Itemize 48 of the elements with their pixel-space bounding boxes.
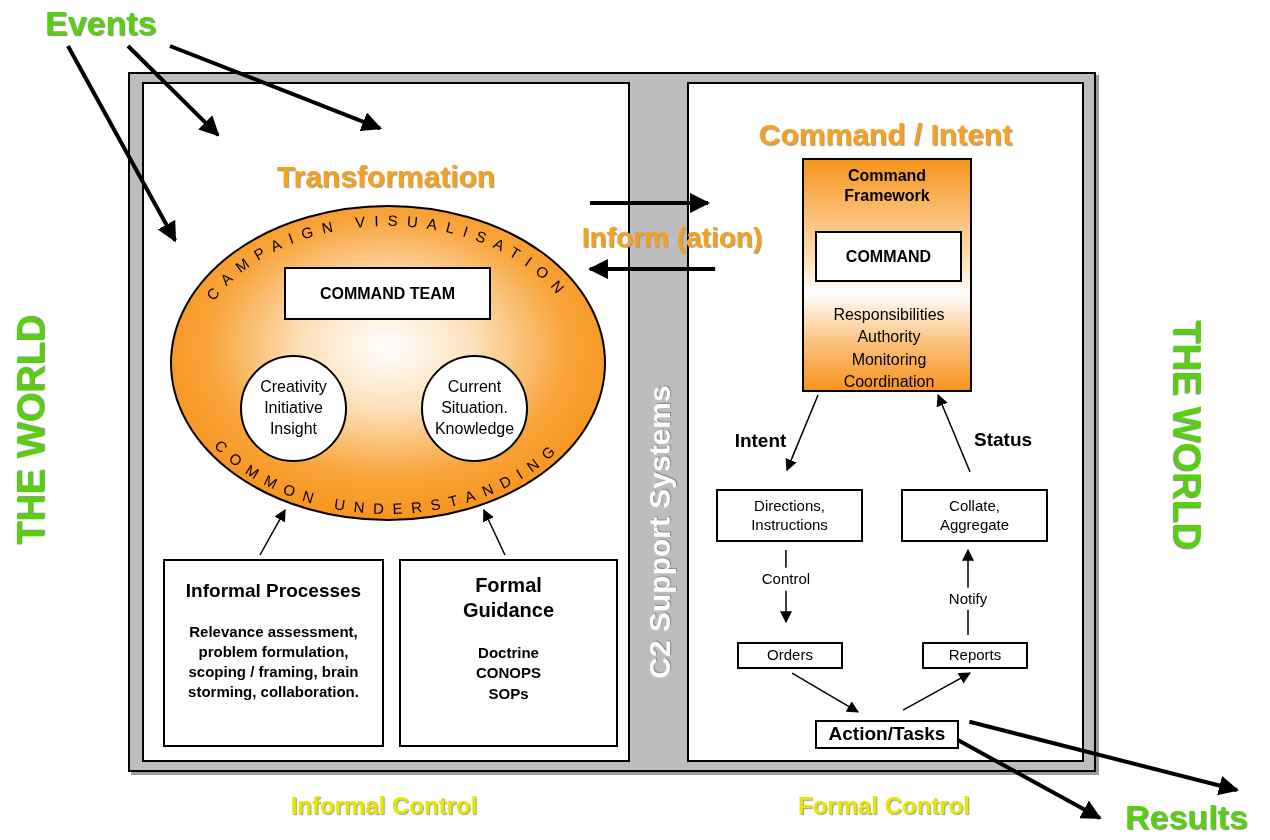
box-body: Doctrine CONOPS SOPs [475,643,542,704]
vertical-label: C2 Support Systems [641,385,677,679]
box-body: Relevance assessment, problem formulation, scoping / framing, brain storming, collaboration. [187,621,360,703]
edge-label: Notify [946,587,990,610]
section-heading: Command / Intent [757,117,1014,153]
process-box [901,489,1048,542]
arrow [902,672,971,711]
arrow [169,44,382,132]
arrow [483,508,506,556]
circle-label: Creativity Initiative Insight [259,377,328,439]
process-box [815,231,962,282]
arrow [956,738,1102,820]
box-label: COMMAND [845,246,932,267]
process-box [737,642,843,669]
arrow [66,45,177,243]
edge-label: Control [759,567,813,591]
arrow [126,44,220,137]
box-body: Responsibilities Authority Monitoring Coordination [832,305,946,393]
process-box [163,559,384,747]
box-label: Orders [767,645,813,666]
side-label: THE WORLD [1164,319,1209,551]
box-heading: Command Framework [843,166,931,206]
support-systems-frame [128,72,1096,772]
box-label: Action/Tasks [828,722,946,747]
callout-text: Results [1125,800,1249,834]
framework-box [802,158,972,392]
box-heading: Formal Guidance [461,573,556,623]
box-label: Directions, Instructions [750,496,829,535]
side-label: THE WORLD [8,314,53,546]
process-box [399,559,618,747]
process-box [716,489,863,542]
section-heading: Transformation [275,159,497,195]
box-heading: Informal Processes [185,579,362,603]
arrow [936,393,971,473]
box-label: Reports [948,645,1002,666]
callout-text: Events [45,6,158,40]
region-label: Formal Control [798,791,970,821]
region-label: Informal Control [290,791,478,821]
arrow [259,509,286,556]
process-box [815,720,959,749]
arrow [587,259,716,280]
process-box [922,642,1028,669]
arrow [791,672,859,713]
arrow [968,719,1239,796]
box-label: Collate, Aggregate [938,496,1011,535]
arrow [785,394,819,472]
arrow [589,193,711,214]
circle-label: Current Situation. Knowledge [433,377,516,439]
